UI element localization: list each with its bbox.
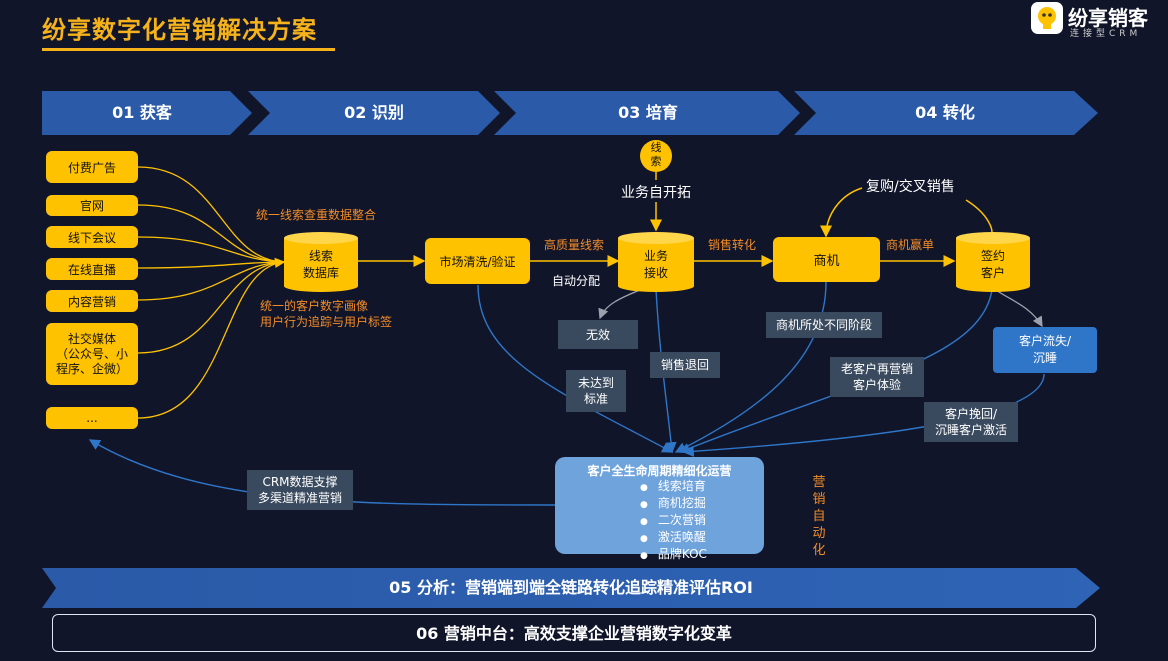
lifecycle-title: 客户全生命周期精细化运营 <box>587 464 732 478</box>
cylinder-signed <box>956 232 1030 292</box>
channel-link-1 <box>137 166 285 263</box>
analysis-band: 05 分析：营销端到端全链路转化追踪精准评估ROI <box>389 578 753 597</box>
customer-churn-box: 客户流失/ 沉睡 <box>993 327 1097 373</box>
phase-chevron-1 <box>42 91 252 135</box>
label-sales-conversion: 销售转化 <box>708 238 757 252</box>
invalid-box: 无效 <box>558 320 638 349</box>
sales-return-box: 销售退回 <box>650 352 720 378</box>
lifecycle-operation-box: 客户全生命周期精细化运营 线索培育 商机挖掘 二次营销 激活唤醒 品牌KOC <box>555 457 764 561</box>
clue-circle <box>640 140 672 172</box>
phase-chevron-3 <box>494 91 800 135</box>
label-auto-assign: 自动分配 <box>552 274 601 288</box>
bulb-icon <box>1038 7 1056 29</box>
clue-badge-text: 线 索 <box>650 141 662 168</box>
marketing-platform-band: 06 营销中台：高效支撑企业营销数字化变革 <box>52 614 1096 652</box>
label-customer-profile: 统一的客户数字画像 用户行为追踪与用户标签 <box>260 299 393 329</box>
return-stages <box>674 281 827 453</box>
label-self-explore: 业务自开拓 <box>621 185 691 201</box>
opportunity-stages-box: 商机所处不同阶段 <box>766 312 882 338</box>
lifecycle-item: 品牌KOC <box>640 547 764 564</box>
logo-name: 纷享销客 <box>1068 6 1148 30</box>
channel-website: 官网 <box>46 195 138 216</box>
return-sales <box>655 289 677 454</box>
phase-label-nurture: 03 培育 <box>618 103 678 122</box>
cylinder-receive <box>618 232 694 292</box>
lifecycle-item: 线索培育 <box>640 479 764 496</box>
title-underline <box>42 48 335 51</box>
label-dedupe: 统一线索查重数据整合 <box>256 208 377 222</box>
channel-social-media: 社交媒体 （公众号、小 程序、企微） <box>46 323 138 385</box>
flow-repurchase-back <box>820 187 863 238</box>
return-not-reach <box>477 284 674 453</box>
phase-chevron-4 <box>794 91 1098 135</box>
old-customer-remarketing-box: 老客户再营销 客户体验 <box>830 357 924 397</box>
channel-link-4 <box>137 261 285 269</box>
channel-offline-meeting: 线下会议 <box>46 226 138 248</box>
channel-link-3 <box>137 236 285 263</box>
logo-icon <box>1031 2 1063 34</box>
channel-link-5 <box>137 261 285 301</box>
phase-chevron-2 <box>248 91 500 135</box>
cylinder-lead-db <box>284 232 358 292</box>
channel-link-2 <box>137 204 285 263</box>
channel-link-6 <box>137 261 285 354</box>
flow-to-churn <box>995 289 1043 328</box>
flow-to-invalid <box>598 289 641 320</box>
label-opportunity-win: 商机赢单 <box>886 238 935 252</box>
channel-paid-ads: 付费广告 <box>46 151 138 183</box>
not-reach-standard-box: 未达到 标准 <box>566 370 626 412</box>
phase-label-convert: 04 转化 <box>915 103 975 122</box>
phase-label-acquire: 01 获客 <box>112 103 172 122</box>
label-high-quality-leads: 高质量线索 <box>544 238 605 252</box>
lifecycle-item: 商机挖掘 <box>640 496 764 513</box>
channel-link-7 <box>137 257 286 419</box>
logo-subtitle: 连接型CRM <box>1070 29 1142 39</box>
customer-recovery-box: 客户挽回/ 沉睡客户激活 <box>924 402 1018 442</box>
analysis-band-shape <box>42 568 1100 608</box>
channel-more: ... <box>46 407 138 429</box>
lifecycle-item: 二次营销 <box>640 513 764 530</box>
label-repurchase: 复购/交叉销售 <box>866 179 955 195</box>
market-clean-verify: 市场清洗/验证 <box>425 238 530 284</box>
opportunity-box: 商机 <box>773 237 880 282</box>
crm-data-support-box: CRM数据支撑 多渠道精准营销 <box>247 470 353 510</box>
signed-customer-label: 签约 客户 <box>980 249 1005 280</box>
business-receive-label: 业务 接收 <box>643 249 668 280</box>
phase-label-identify: 02 识别 <box>344 103 404 122</box>
lead-database-label: 线索 数据库 <box>302 249 339 280</box>
lifecycle-item: 激活唤醒 <box>640 530 764 547</box>
page-title: 纷享数字化营销解决方案 <box>42 16 317 44</box>
channel-live-stream: 在线直播 <box>46 258 138 280</box>
channel-content-marketing: 内容营销 <box>46 290 138 312</box>
flow-repurchase-loop <box>965 199 993 233</box>
marketing-automation-vertical: 营销自动化 <box>812 475 826 558</box>
